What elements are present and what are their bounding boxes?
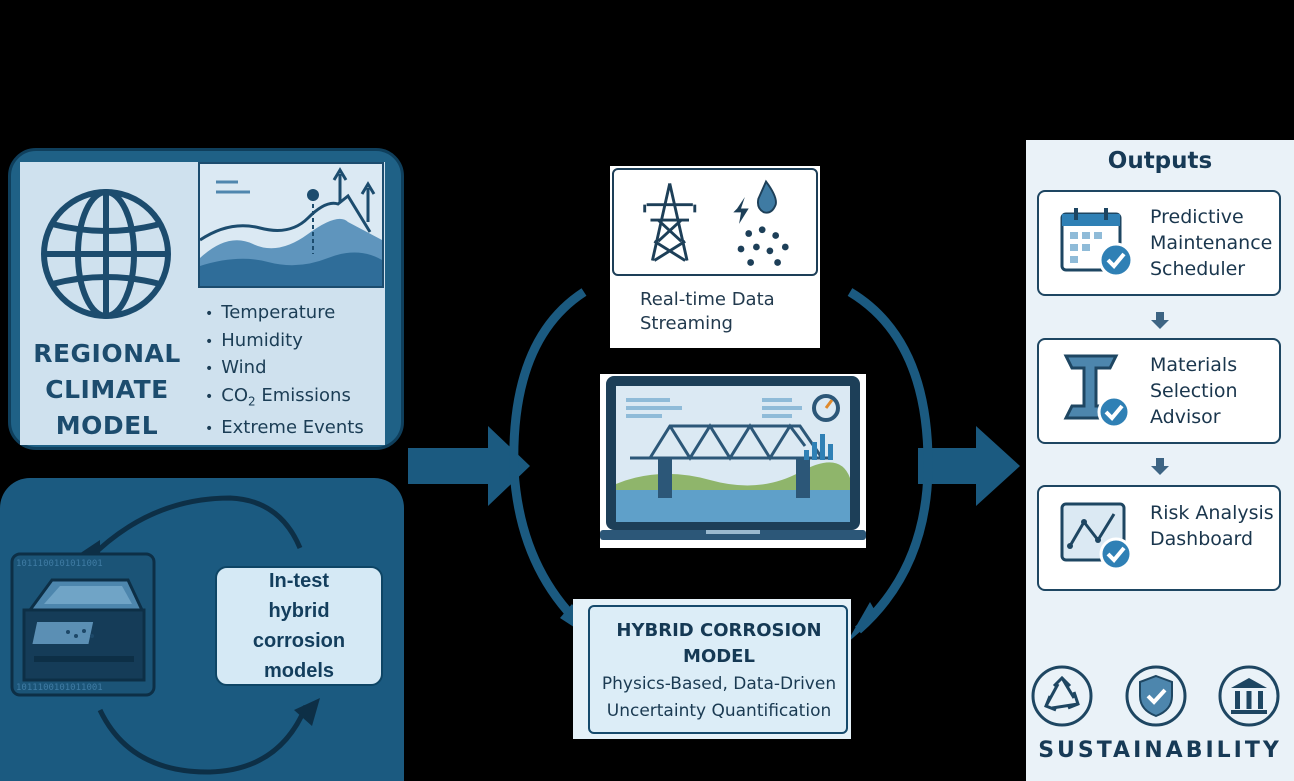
corrosion-test-chamber-icon: 1011100101011001 1011100101011001: [10, 552, 156, 697]
streaming-label: Real-time Data Streaming: [640, 289, 775, 334]
sustainability-label: SUSTAINABILITY: [1038, 738, 1282, 763]
hybrid-model-inner: [588, 605, 848, 734]
arrow-down-icon: [1151, 312, 1169, 329]
arrow-right-icon: [408, 426, 530, 506]
steel-beam-check-icon: [1063, 354, 1131, 429]
arrow-right-icon: [918, 426, 1020, 506]
globe-icon: [41, 189, 171, 319]
variable-item: Wind: [205, 355, 364, 383]
recycle-icon: [1031, 665, 1093, 727]
climate-title-line: REGIONAL: [33, 339, 181, 368]
variable-item: Temperature: [205, 300, 364, 328]
climate-title-line: CLIMATE: [45, 375, 169, 404]
weather-drops-icon: [733, 179, 789, 266]
binary-row: 1011100101011001: [16, 683, 103, 693]
chart-check-icon: [1060, 502, 1133, 571]
calendar-check-icon: [1060, 208, 1134, 278]
climate-model-title: REGIONAL CLIMATE MODEL: [22, 336, 192, 444]
shield-check-icon: [1125, 665, 1187, 727]
in-test-models-box: In-test hybrid corrosion models: [215, 566, 383, 686]
output-card-label: Materials Selection Advisor: [1150, 354, 1238, 428]
institution-icon: [1218, 665, 1280, 727]
hybrid-model-description: Physics-Based, Data-Driven Uncertainty Q…: [601, 674, 837, 721]
outputs-title: Outputs: [1107, 148, 1213, 174]
variable-item: Extreme Events: [205, 415, 363, 443]
variable-item: Humidity: [205, 328, 364, 356]
climate-trend-chart-icon: [198, 162, 384, 288]
loop-arc-left: [509, 288, 590, 634]
hybrid-model-title: HYBRID CORROSION MODEL: [616, 620, 822, 667]
bridge-digital-twin-laptop-icon: [600, 374, 866, 548]
power-tower-icon: [643, 183, 697, 262]
output-card-label: Risk Analysis Dashboard: [1150, 502, 1274, 550]
binary-row: 1011100101011001: [16, 559, 103, 569]
output-card-label: Predictive Maintenance Scheduler: [1150, 206, 1273, 280]
variable-item: CO2 Emissions: [205, 383, 364, 415]
arrow-down-icon: [1151, 458, 1169, 475]
climate-variables-list: Temperature Humidity Wind CO2 Emissions …: [205, 300, 364, 443]
streaming-icons: [612, 168, 818, 276]
climate-title-line: MODEL: [55, 411, 159, 440]
in-test-models-label: In-test hybrid corrosion models: [252, 570, 346, 682]
